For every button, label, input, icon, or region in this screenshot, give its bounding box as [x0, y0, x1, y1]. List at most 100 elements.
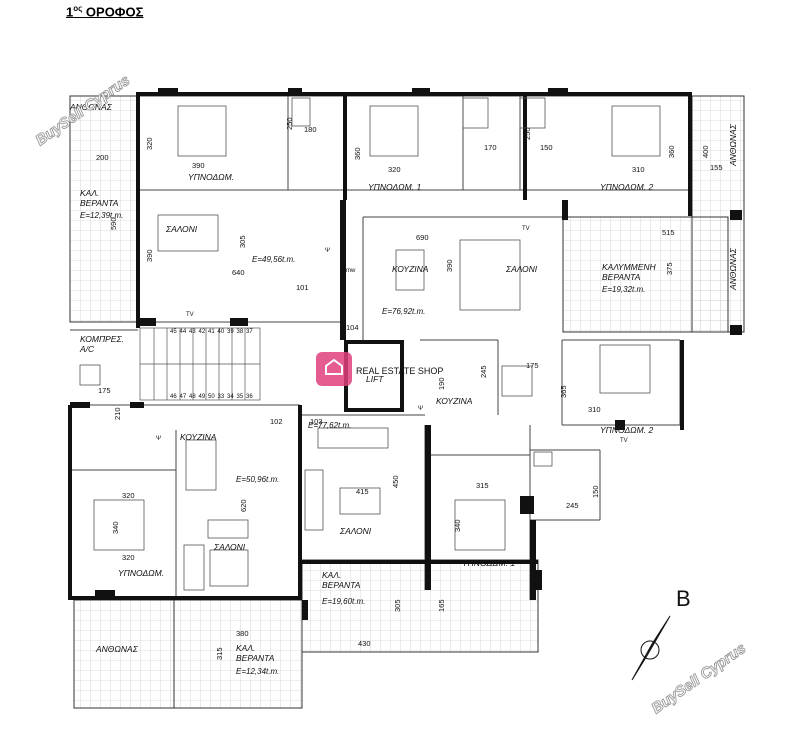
room-label: ΚΑΛ.: [80, 188, 99, 198]
shower-icon: [519, 97, 546, 129]
room-label: ΒΕΡΑΝΤΑ: [602, 272, 641, 282]
sofa-icon: [207, 519, 249, 539]
dimension-label: 620: [239, 499, 248, 512]
dimension-label: 103: [310, 417, 323, 426]
dimension-label: 515: [662, 228, 675, 237]
room-label: E=49,56t.m.: [252, 255, 295, 264]
dimension-label: 390: [445, 259, 454, 272]
stair-number: 48: [189, 394, 196, 400]
dimension-label: 175: [98, 386, 111, 395]
shower-icon: [291, 97, 311, 127]
fridge-icon: Ψ: [325, 248, 330, 254]
dimension-label: 320: [145, 137, 154, 150]
watermark-real-estate: REAL ESTATE SHOP: [356, 366, 443, 376]
page-title: 1ος ΟΡΟΦΟΣ: [66, 4, 144, 20]
toilet-icon: [79, 364, 101, 386]
room-label: E=12,34t.m.: [236, 667, 279, 676]
shower-icon: [533, 451, 553, 467]
dimension-label: 430: [358, 639, 371, 648]
dimension-labels: 2005903203903053906401011802503603201702…: [96, 117, 723, 660]
stair-number: 50: [208, 394, 215, 400]
sofa-icon: [183, 544, 205, 591]
sofa-icon: [459, 239, 521, 311]
room-label: ΑΝΘΩΝΑΣ: [728, 123, 738, 167]
room-label: ΒΕΡΑΝΤΑ: [322, 580, 361, 590]
room-label: ΚΑΛ.: [236, 643, 255, 653]
dimension-label: 101: [296, 283, 309, 292]
dimension-label: 165: [437, 599, 446, 612]
dimension-label: 305: [393, 599, 402, 612]
dimension-label: 190: [437, 377, 446, 390]
fridge-icon: Ψ: [418, 406, 423, 412]
dimension-label: 250: [285, 117, 294, 130]
room-label: ΒΕΡΑΝΤΑ: [236, 653, 275, 663]
dimension-label: 180: [304, 125, 317, 134]
shower-icon: [501, 365, 533, 397]
sofa-icon: [209, 549, 249, 587]
room-label: E=77,62t.m.: [308, 421, 351, 430]
tv-label: TV: [186, 312, 194, 318]
sofa-icon: [304, 469, 324, 531]
dimension-label: 360: [667, 145, 676, 158]
room-label: LIFT: [366, 374, 384, 384]
dimension-label: 400: [701, 145, 710, 158]
interior-lines: [70, 95, 692, 600]
watermark-buysell-bottom: BuySell Cyprus: [649, 640, 750, 718]
dimension-label: 360: [353, 147, 362, 160]
room-label: ΥΠΝΟΔΩΜ. 1: [462, 558, 515, 568]
compass-letter: B: [676, 586, 691, 611]
room-label: ΣΑΛΟΝΙ: [213, 542, 246, 552]
dimension-label: 390: [192, 161, 205, 170]
dimension-label: 690: [416, 233, 429, 242]
room-label: E=19,60t.m.: [322, 597, 365, 606]
dimension-label: 310: [632, 165, 645, 174]
dimension-label: 415: [356, 487, 369, 496]
sofa-icon: [317, 427, 389, 449]
hatch-veranda-bottom-left: [173, 599, 303, 709]
room-label: ΥΠΝΟΔΩΜ.: [118, 568, 164, 578]
dimension-label: 155: [710, 163, 723, 172]
room-label: ΥΠΝΟΔΩΜ. 2: [600, 182, 653, 192]
dimension-label: 380: [236, 629, 249, 638]
dimension-label: 590: [109, 217, 118, 230]
stair-number: 49: [199, 394, 206, 400]
room-label: A/C: [79, 344, 95, 354]
room-label: ΒΕΡΑΝΤΑ: [80, 198, 119, 208]
staircase: [139, 327, 261, 401]
dimension-label: 365: [559, 385, 568, 398]
stair-number: 42: [199, 329, 206, 335]
room-label: ΥΠΝΟΔΩΜ. 1: [368, 182, 421, 192]
fridge-icon: Ψ: [156, 436, 161, 442]
dimension-label: 320: [388, 165, 401, 174]
dimension-label: 450: [391, 475, 400, 488]
dimension-label: 245: [566, 501, 579, 510]
hatch-planter-bottom-left: [73, 599, 175, 709]
dimension-label: 340: [453, 519, 462, 532]
stair-number: 35: [237, 394, 244, 400]
hatch-planter-top-left: [69, 95, 139, 323]
room-label: ΑΝΘΩΝΑΣ: [69, 102, 113, 112]
real-estate-logo-icon: [316, 352, 352, 386]
room-label: ΑΝΘΩΝΑΣ: [728, 247, 738, 291]
dimension-label: 315: [215, 647, 224, 660]
dimension-label: 102: [270, 417, 283, 426]
room-label: ΚΟΜΠΡΕΣ.: [80, 334, 124, 344]
bed-icon: [611, 105, 661, 157]
stair-number: 38: [237, 329, 244, 335]
bed-icon: [93, 499, 145, 551]
dimension-label: 320: [122, 553, 135, 562]
room-label: ΚΟΥΖΙΝΑ: [180, 432, 217, 442]
stair-number: 33: [218, 394, 225, 400]
shower-icon: [462, 97, 489, 129]
room-label: E=76,92t.m.: [382, 307, 425, 316]
dimension-label: 250: [523, 127, 532, 140]
stair-number: 39: [227, 329, 234, 335]
dimension-label: 640: [232, 268, 245, 277]
room-label: E=19,32t.m.: [602, 285, 645, 294]
room-label: ΚΟΥΖΙΝΑ: [436, 396, 473, 406]
stair-number: 41: [208, 329, 215, 335]
room-label: ΥΠΝΟΔΩΜ.: [188, 172, 234, 182]
north-arrow-icon: [631, 615, 671, 681]
